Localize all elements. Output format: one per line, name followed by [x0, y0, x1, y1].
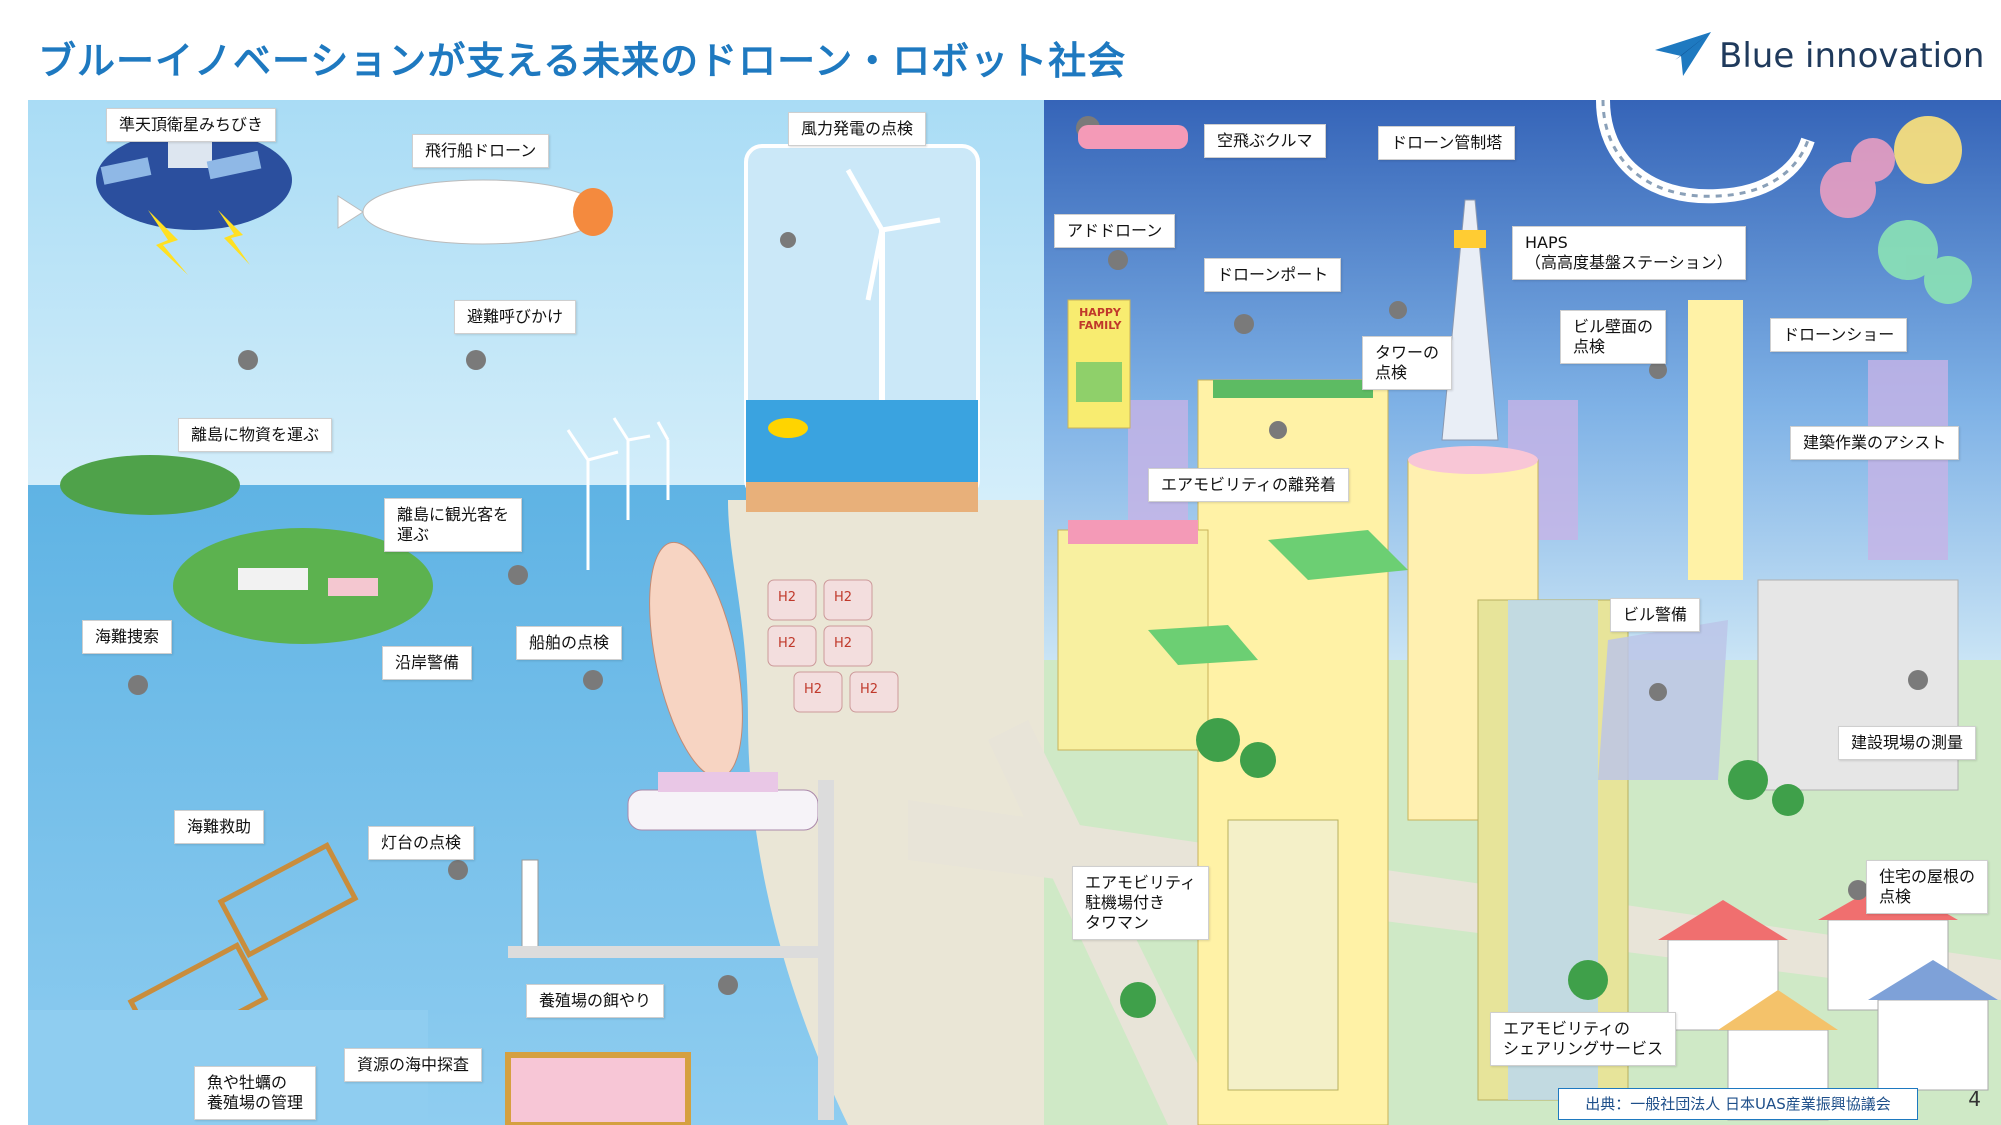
callout-ship: 船舶の点検: [516, 626, 623, 660]
callout-flycar: 空飛ぶクルマ: [1204, 124, 1326, 158]
callout-haps: HAPS （高高度基盤ステーション）: [1512, 226, 1746, 280]
callout-search: 海難捜索: [82, 620, 173, 654]
h2-tank-label: H2: [860, 682, 879, 697]
callout-construction-assist: 建築作業のアシスト: [1790, 426, 1960, 460]
page-title: ブルーイノベーションが支える未来のドローン・ロボット社会: [38, 39, 1127, 83]
callout-undersea: 資源の海中探査: [344, 1048, 483, 1082]
callout-airmob-port: エアモビリティの離発着: [1148, 468, 1350, 502]
callout-show: ドローンショー: [1770, 318, 1908, 352]
h2-tank-label: H2: [834, 636, 853, 651]
callout-survey: 建設現場の測量: [1838, 726, 1977, 760]
h2-tank-label: H2: [778, 590, 797, 605]
callout-fishfarm: 魚や牡蠣の 養殖場の管理: [194, 1066, 317, 1120]
callout-security: ビル警備: [1610, 598, 1701, 632]
callout-cargo: 離島に物資を運ぶ: [178, 418, 333, 452]
callout-airship: 飛行船ドローン: [412, 134, 550, 168]
callout-coast: 沿岸警備: [382, 646, 473, 680]
source-credit: 出典：一般社団法人 日本UAS産業振興協議会: [1558, 1088, 1918, 1120]
callout-rescue: 海難救助: [174, 810, 265, 844]
callout-wall-insp: ビル壁面の 点検: [1560, 310, 1667, 364]
callout-port: ドローンポート: [1204, 258, 1342, 292]
callout-airmob-tower: エアモビリティ 駐機場付き タワマン: [1072, 866, 1210, 940]
callout-roof: 住宅の屋根の 点検: [1866, 860, 1989, 914]
brand-logo: Blue innovation: [1655, 30, 1984, 80]
callout-wind: 風力発電の点検: [788, 112, 927, 146]
h2-tank-label: H2: [804, 682, 823, 697]
h2-tank-label: H2: [778, 636, 797, 651]
blue-innovation-logo-icon: [1655, 32, 1711, 76]
callout-tower-insp: タワーの 点検: [1362, 336, 1453, 390]
callout-addrone: アドドローン: [1054, 214, 1176, 248]
callout-share: エアモビリティの シェアリングサービス: [1490, 1012, 1677, 1066]
callout-tourist: 離島に観光客を 運ぶ: [384, 498, 523, 552]
illustration-scene: HAPPY FAMILY H2 H2 H2 H2 H2 H2: [28, 100, 2001, 1125]
callout-lighthouse: 灯台の点検: [368, 826, 475, 860]
h2-tank-label: H2: [834, 590, 853, 605]
callout-tower-ctrl: ドローン管制塔: [1378, 126, 1516, 160]
brand-name: Blue innovation: [1719, 36, 1985, 76]
ad-banner-text: HAPPY FAMILY: [1078, 306, 1122, 332]
callout-feeding: 養殖場の餌やり: [526, 984, 665, 1018]
callout-evac: 避難呼びかけ: [454, 300, 577, 334]
page-number: 4: [1968, 1087, 1981, 1111]
scene-illustration: [28, 100, 2001, 1125]
callout-michibiki: 準天頂衛星みちびき: [106, 108, 277, 142]
